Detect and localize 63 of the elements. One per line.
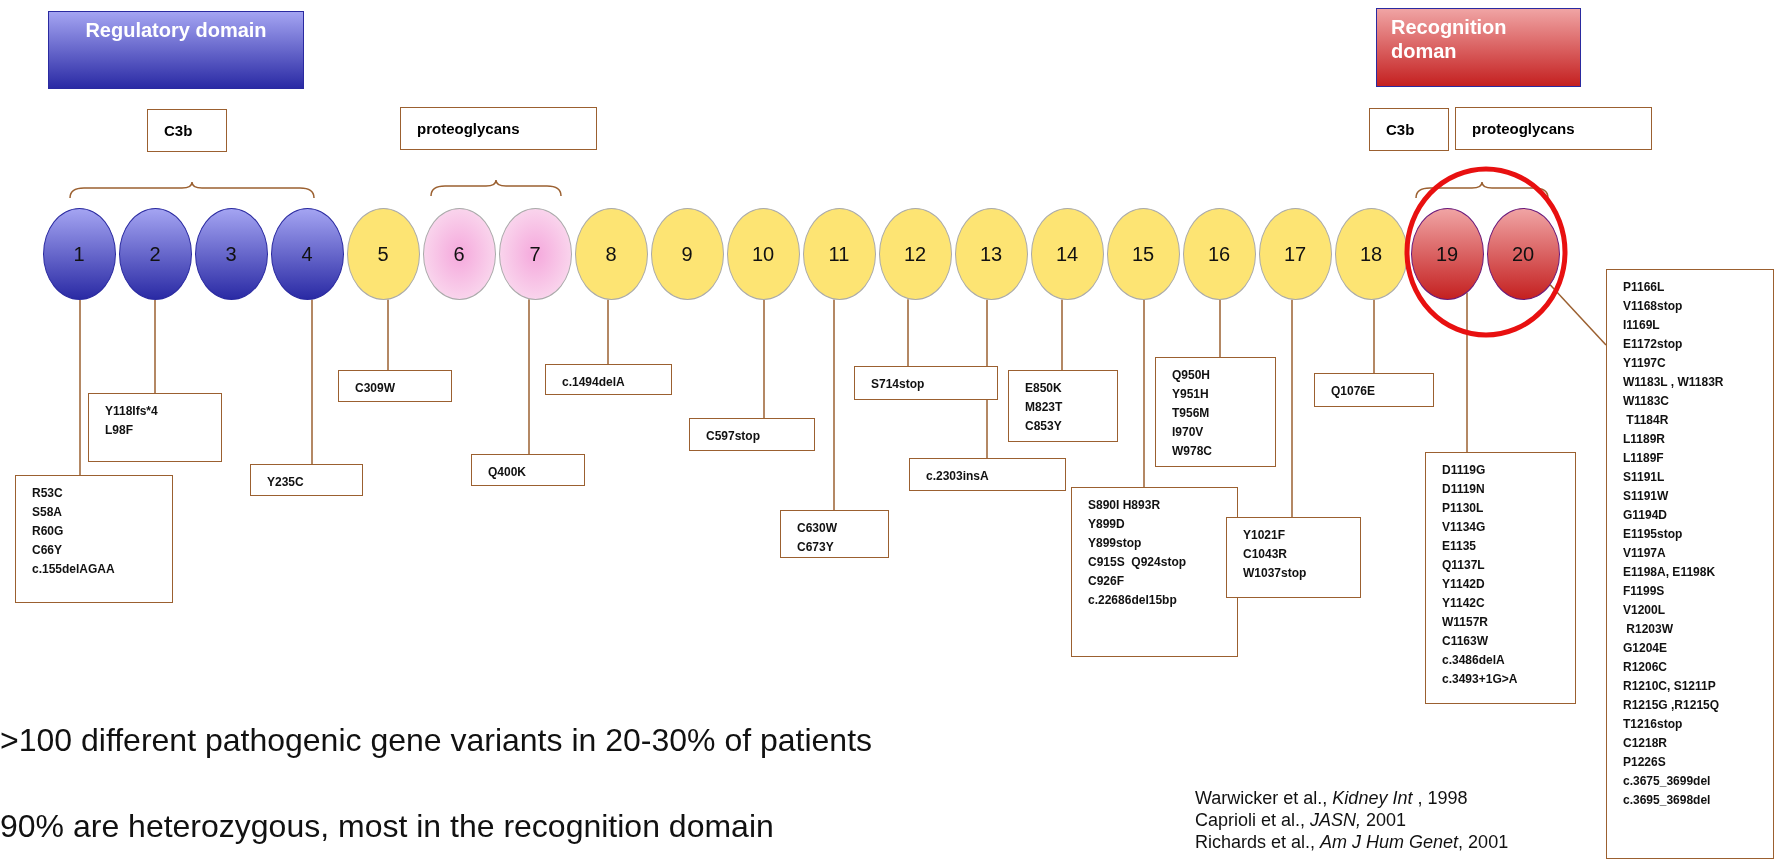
mutation-list-box: Y235C [250,464,363,496]
mutation-list-box: E850K M823T C853Y [1008,370,1118,442]
ligand-label-box: proteoglycans [400,107,597,150]
ligand-label-box: C3b [1369,108,1449,151]
domain-oval: 12 [878,208,952,300]
leader-line [1549,284,1607,346]
domain-oval: 15 [1106,208,1180,300]
domain-oval: 5 [346,208,420,300]
domain-oval: 1 [42,208,116,300]
leader-line [528,298,530,455]
citation-text: Warwicker et al., Kidney Int , 1998 [1195,788,1468,809]
domain-oval: 16 [1182,208,1256,300]
leader-line [833,298,835,511]
mutation-list-box: C630W C673Y [780,510,889,558]
leader-line [1061,298,1063,371]
mutation-list-box: P1166L V1168stop I1169L E1172stop Y1197C W1183L , W1183R W1183C T1184R L1189R L1189F S1191L S1191W G1194D E1195stop V1197A E1198A, E1198K F1199S V1200L R1203W G1204E R1206C R1210C, S1211P R1215G ,R1215Q T1216stop C1218R P1226S c.3675_3699del c.3695_3698del [1606,269,1774,859]
leader-line [1291,299,1293,518]
leader-line [907,298,909,367]
domain-oval: 8 [574,208,648,300]
mutation-list-box: C597stop [689,418,815,451]
citation-text: Richards et al., Am J Hum Genet, 2001 [1195,832,1509,853]
leader-line [387,298,389,371]
leader-line [1373,299,1375,374]
domain-oval: 17 [1258,208,1332,300]
domain-oval: 7 [498,208,572,300]
mutation-list-box: R53C S58A R60G C66Y c.155delAGAA [15,475,173,603]
mutation-list-box: S714stop [854,366,998,400]
domain-oval: 10 [726,208,800,300]
domain-banner: Regulatory domain [48,11,304,89]
domain-oval: 14 [1030,208,1104,300]
mutation-list-box: Y118Ifs*4 L98F [88,393,222,462]
domain-oval: 11 [802,208,876,300]
domain-banner: Recognition doman [1376,8,1581,87]
domain-oval: 9 [650,208,724,300]
domain-oval: 13 [954,208,1028,300]
domain-oval: 2 [118,208,192,300]
domain-oval: 19 [1410,208,1484,300]
ligand-label-box: proteoglycans [1455,107,1652,150]
mutation-list-box: S890I H893R Y899D Y899stop C915S Q924stop C926F c.22686del15bp [1071,487,1238,657]
summary-text: 90% are heterozygous, most in the recognition domain [0,808,774,845]
leader-line [154,299,156,394]
mutation-list-box: Y1021F C1043R W1037stop [1226,517,1361,598]
citation-text: Caprioli et al., JASN, 2001 [1195,810,1407,831]
summary-text: >100 different pathogenic gene variants in 20-30% of patients [0,722,873,759]
mutation-list-box: Q950H Y951H T956M I970V W978C [1155,357,1276,467]
leader-line [1219,299,1221,358]
domain-oval: 18 [1334,208,1408,300]
ligand-label-box: C3b [147,109,227,152]
mutation-list-box: c.2303insA [909,458,1066,491]
domain-oval: 4 [270,208,344,300]
mutation-list-box: C309W [338,370,452,402]
leader-line [79,299,81,476]
mutation-list-box: D1119G D1119N P1130L V1134G E1135 Q1137L Y1142D Y1142C W1157R C1163W c.3486delA c.3493+1G>A [1425,452,1576,704]
leader-line [607,299,609,365]
domain-oval: 6 [422,208,496,300]
mutation-list-box: Q400K [471,454,585,486]
mutation-list-box: Q1076E [1314,373,1434,407]
leader-line [1143,299,1145,488]
domain-oval: 20 [1486,208,1560,300]
leader-line [763,299,765,419]
leader-line [311,298,313,465]
domain-oval: 3 [194,208,268,300]
mutation-list-box: c.1494delA [545,364,672,395]
